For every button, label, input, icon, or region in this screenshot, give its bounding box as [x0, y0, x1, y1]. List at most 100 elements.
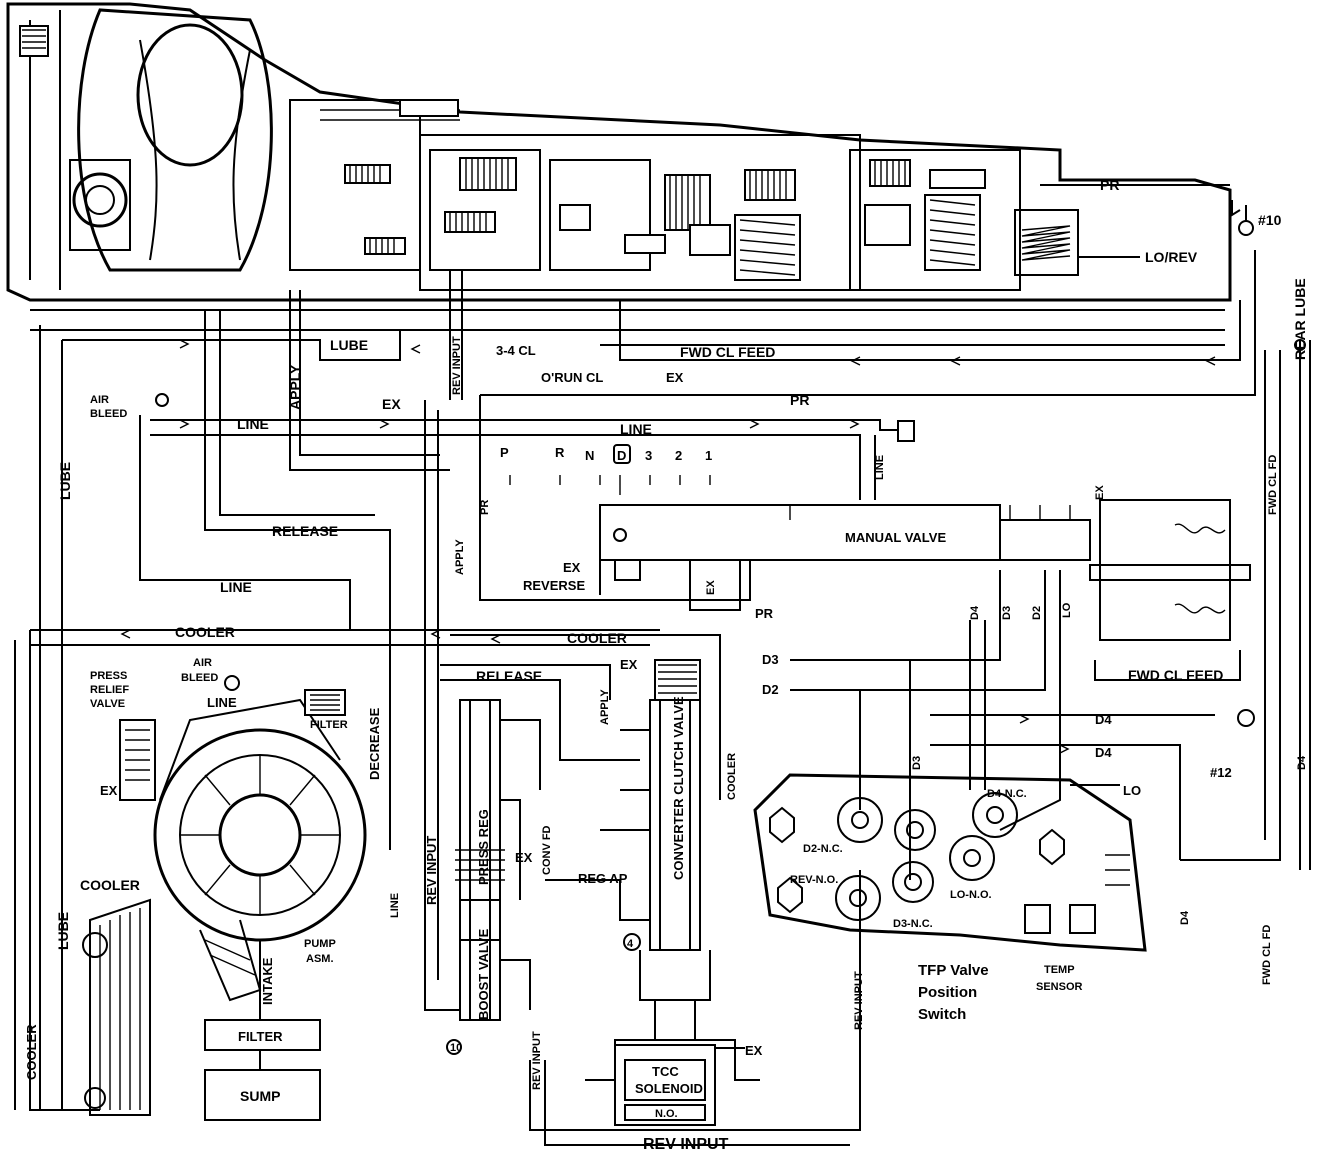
label-check-10b: 10	[450, 1042, 462, 1054]
label-gear-d: D	[617, 448, 626, 463]
label-pr-low: PR	[755, 606, 774, 621]
transmission-case	[6, 2, 1232, 302]
label-rear-lube: REAR LUBE	[1292, 278, 1308, 360]
label-pump-asm: PUMP	[304, 938, 336, 950]
valve-bore-right	[1089, 499, 1251, 641]
label-lo-no: LO-N.O.	[950, 889, 992, 901]
label-cooler-low: COOLER	[24, 1024, 39, 1080]
label-apply-mid: APPLY	[454, 539, 466, 575]
label-d4-line-a: D4	[1095, 712, 1112, 727]
label-converter-clutch-valve: CONVERTER CLUTCH VALVE	[671, 696, 686, 880]
label-air-bleed-top: AIR	[90, 394, 109, 406]
label-d4-nc: D4-N.C.	[987, 788, 1027, 800]
tcc-solenoid-body	[585, 1039, 760, 1126]
label-port-d3: D3	[1001, 606, 1013, 620]
cooler-radiator	[82, 898, 151, 1116]
label-d2-nc: D2-N.C.	[803, 843, 843, 855]
label-pr-mid: PR	[790, 392, 809, 408]
label-ex-top: EX	[382, 396, 401, 412]
svg-text:RELIEF: RELIEF	[90, 684, 129, 696]
label-gear-1: 1	[705, 448, 712, 463]
label-port-d4: D4	[969, 605, 981, 620]
label-reg-ap: REG AP	[578, 871, 628, 886]
label-gear-r: R	[555, 445, 565, 460]
label-line-manual: LINE	[620, 421, 652, 437]
label-boost-valve: BOOST VALVE	[476, 928, 491, 1020]
label-d4-right: D4	[1179, 910, 1191, 925]
label-ex-pump: EX	[100, 783, 118, 798]
label-rev-no: REV-N.O.	[790, 874, 838, 886]
label-manual-valve: MANUAL VALVE	[845, 530, 946, 545]
label-fwd-cl-fd-right: FWD CL FD	[1267, 455, 1279, 515]
check-ball-10b-icon	[446, 1039, 462, 1055]
svg-text:VALVE: VALVE	[90, 698, 125, 710]
svg-text:BLEED: BLEED	[181, 672, 218, 684]
air-bleed-icon	[224, 675, 240, 691]
label-rev-input-low: REV INPUT	[531, 1031, 543, 1090]
tfp-switch	[753, 773, 1147, 952]
label-release-mid: RELEASE	[476, 668, 542, 684]
label-check-10: #10	[1258, 212, 1282, 228]
label-pr-top: PR	[1100, 177, 1119, 193]
label-port-d2: D2	[1031, 606, 1043, 620]
label-orun-cl: O'RUN CL	[541, 370, 603, 385]
svg-text:ASM.: ASM.	[306, 953, 334, 965]
label-temp-sensor: TEMP	[1044, 964, 1075, 976]
label-lube-top: LUBE	[330, 337, 368, 353]
label-apply-top: APPLY	[287, 364, 303, 410]
sump-box	[204, 1069, 321, 1121]
label-release-top: RELEASE	[272, 523, 338, 539]
label-lube-lower: LUBE	[55, 912, 71, 950]
label-conv-fd: CONV FD	[541, 825, 553, 875]
label-ex-pressreg: EX	[515, 850, 533, 865]
label-sump: SUMP	[240, 1088, 280, 1104]
flow-arrows	[120, 339, 1216, 754]
label-gear-2: 2	[675, 448, 682, 463]
check-ball-10-icon	[1238, 220, 1254, 236]
rear-lube-icon	[1294, 339, 1306, 351]
pressure-regulator	[455, 699, 541, 1021]
label-ex-tcc: EX	[620, 657, 638, 672]
label-port-lo: LO	[1061, 602, 1073, 618]
label-pr-vert: PR	[479, 500, 491, 515]
label-d4-vert: D4	[1296, 755, 1308, 770]
label-cooler-left: COOLER	[80, 877, 140, 893]
label-cooler-vert: COOLER	[726, 753, 738, 800]
label-tfp-3: Switch	[918, 1006, 966, 1023]
check-ball-12-icon	[1237, 709, 1255, 727]
label-tfp-1: TFP Valve	[918, 962, 989, 979]
label-air-bleed-pump: AIR	[193, 657, 212, 669]
label-gear-3: 3	[645, 448, 652, 463]
label-ex-orun: EX	[666, 370, 684, 385]
label-cooler-mid: COOLER	[567, 630, 627, 646]
label-ex-sol: EX	[745, 1043, 763, 1058]
diagram-labels: PR #10 LO/REV REAR LUBE LUBE APPLY REV I…	[24, 177, 1308, 1153]
label-line-pump: LINE	[207, 695, 237, 710]
label-ex-box: EX	[705, 580, 717, 595]
label-gear-p: P	[500, 445, 509, 460]
label-press-reg: PRESS REG	[476, 809, 491, 885]
svg-text:SENSOR: SENSOR	[1036, 981, 1083, 993]
label-line-mid: LINE	[220, 579, 252, 595]
passages	[14, 184, 1311, 1146]
label-no: N.O.	[655, 1108, 678, 1120]
label-tcc-solenoid: TCC	[652, 1064, 679, 1079]
label-tfp-2: Position	[918, 984, 977, 1001]
label-press-relief-valve: PRESS	[90, 670, 127, 682]
label-decrease: DECREASE	[367, 707, 382, 780]
label-3-4-cl: 3-4 CL	[496, 343, 536, 358]
label-fwd-cl-fd-low: FWD CL FD	[1261, 925, 1273, 985]
label-lo-line: LO	[1123, 783, 1141, 798]
label-lo-rev: LO/REV	[1145, 249, 1198, 265]
label-rev-input-bottom: REV INPUT	[643, 1136, 729, 1153]
label-fwd-cl-feed-right: FWD CL FEED	[1128, 667, 1223, 683]
label-apply-tcc: APPLY	[599, 689, 611, 725]
label-rev-input-vert: REV INPUT	[853, 971, 865, 1030]
label-d4-line-b: D4	[1095, 745, 1112, 760]
air-bleed-top-icon	[155, 393, 169, 407]
check-ball-4-icon	[623, 933, 641, 951]
label-ex-rev: EX	[563, 560, 581, 575]
label-fwd-cl-feed-top: FWD CL FEED	[680, 344, 775, 360]
label-filter-small: FILTER	[310, 719, 348, 731]
